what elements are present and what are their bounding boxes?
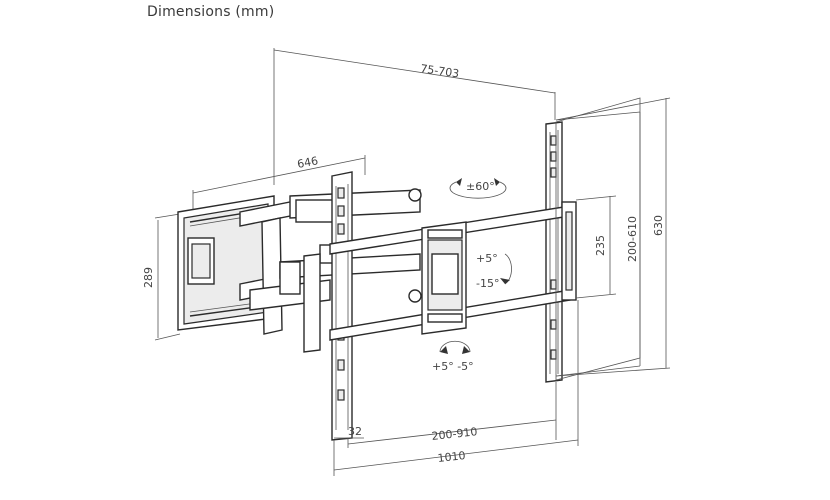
label-vertical-range: 200-610	[626, 216, 639, 262]
label-rotation: +5° -5°	[432, 360, 474, 373]
label-total-width: 1010	[437, 449, 466, 465]
center-tilt-plate	[421, 221, 467, 335]
label-bracket-width: 32	[348, 425, 362, 438]
label-wall-plate-height: 289	[142, 267, 155, 288]
label-total-height: 630	[652, 215, 665, 236]
tilt-arrow-icon	[500, 253, 512, 285]
left-vertical-bracket	[331, 171, 353, 441]
dimension-wall-plate-height	[154, 213, 181, 341]
diagram-title: Dimensions (mm)	[147, 4, 275, 20]
dimension-total-width	[333, 300, 579, 471]
label-plate-height: 235	[594, 235, 607, 256]
rotation-arrow-icon	[439, 340, 471, 354]
label-horizontal-range: 200-910	[431, 425, 478, 443]
label-vesa-span: 75-703	[420, 62, 460, 80]
dimension-plate-height	[575, 195, 617, 299]
label-tilt-up: +5°	[476, 252, 498, 265]
dimension-arm-extension	[192, 155, 366, 212]
tv-outline	[555, 97, 641, 381]
arm-tilt-bracket	[303, 253, 321, 353]
label-arm-extension: 646	[296, 154, 319, 171]
articulating-arms	[239, 188, 422, 335]
right-vertical-bracket	[545, 121, 563, 383]
label-tilt-down: -15°	[476, 277, 499, 290]
dimension-vesa-span	[273, 48, 556, 185]
label-swivel: ±60°	[466, 180, 495, 193]
swivel-arrow-icon	[449, 178, 507, 199]
dimension-horizontal-range	[347, 382, 557, 445]
